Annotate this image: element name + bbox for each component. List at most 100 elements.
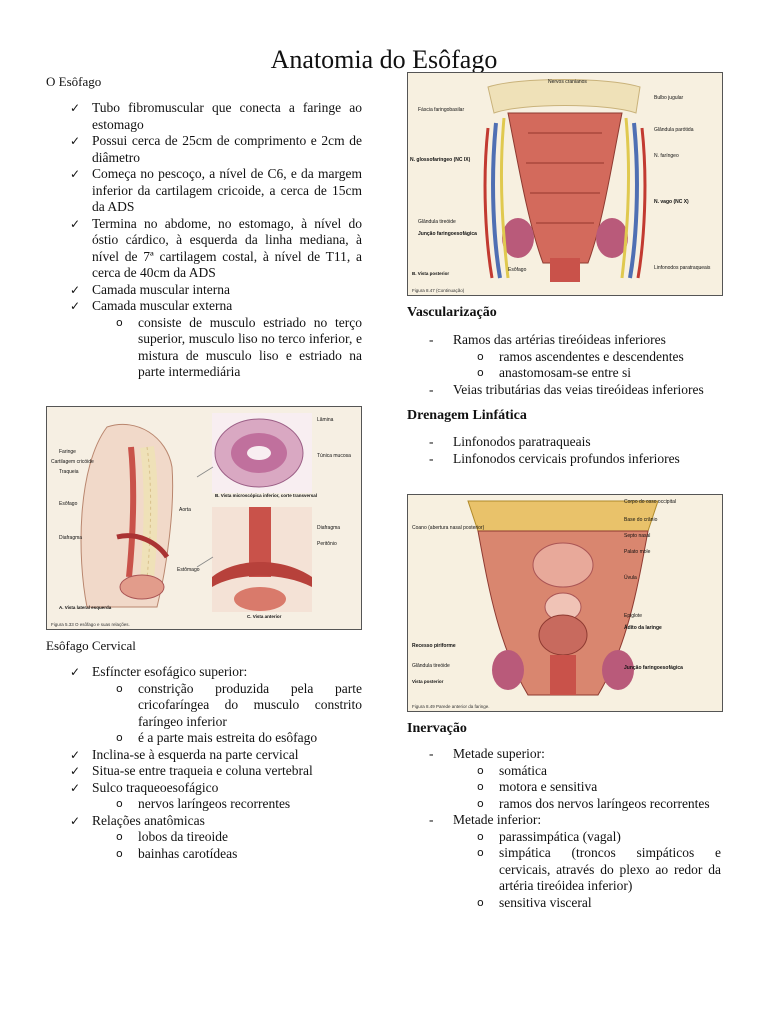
- check-icon: ✓: [70, 282, 81, 297]
- vascular-list: -Ramos das artérias tireóideas inferiore…: [407, 332, 721, 349]
- cervical-section: Esôfago Cervical ✓Esfíncter esofágico su…: [46, 638, 362, 862]
- section-heading-vascularizacao: Vascularização: [407, 305, 497, 320]
- panel-label: B. Vista posterior: [412, 271, 450, 276]
- figure-label: Diafragma: [317, 525, 341, 531]
- panel-label: Vista posterior: [412, 679, 444, 684]
- figure-label: Peritônio: [317, 541, 337, 547]
- list-item: ✓Esfíncter esofágico superior:: [70, 664, 248, 679]
- figure-label: Úvula: [624, 575, 637, 581]
- inervacao-list: -Metade inferior:: [407, 812, 721, 829]
- panel-label: B. Vista microscópica inferior, corte tr…: [215, 493, 317, 498]
- figure-caption: Figura 8.47 (Continuação): [412, 288, 465, 293]
- bullet-o-icon: o: [116, 797, 123, 810]
- figure-label: Diafragma: [59, 535, 83, 541]
- list-item: -Linfonodos paratraqueais: [429, 434, 591, 449]
- list-item: ✓Camada muscular interna: [70, 281, 230, 297]
- check-icon: ✓: [70, 299, 81, 313]
- figure-label: Esôfago: [508, 267, 527, 273]
- figure-label: N. glossofaríngeo (NC IX): [410, 157, 471, 163]
- figure-label: Junção faringoesofágica: [624, 665, 683, 671]
- panel-label: A. Vista lateral esquerda: [59, 605, 112, 610]
- left-column: O Esôfago ✓Tubo fibromuscular que conect…: [46, 74, 362, 381]
- vascular-section: Vascularização -Ramos das artérias tireó…: [407, 304, 721, 467]
- list-item: ✓Camada muscular externa: [70, 298, 233, 313]
- check-icon: ✓: [70, 813, 81, 828]
- figure-label: Cartilagem cricóide: [51, 459, 94, 465]
- figure-label: Glândula parótida: [654, 127, 694, 133]
- list-item: ✓Situa-se entre traqueia e coluna verteb…: [70, 763, 313, 778]
- section-heading-drenagem: Drenagem Linfática: [407, 408, 527, 423]
- figure-label: Junção faringoesofágica: [418, 231, 477, 237]
- bullet-o-icon: o: [116, 846, 123, 860]
- figure-caption: Figura 8.49 Parede anterior da faringe.: [412, 704, 490, 709]
- page-title: Anatomia do Esôfago: [270, 45, 498, 74]
- drenagem-list: -Linfonodos paratraqueais -Linfonodos ce…: [407, 434, 721, 467]
- bullet-o-icon: o: [477, 895, 484, 909]
- figure-label: Glândula tireóide: [418, 219, 456, 225]
- bullet-o-icon: o: [477, 829, 484, 843]
- list-item: -Veias tributárias das veias tireóideas …: [429, 381, 704, 397]
- esofago-list: ✓Tubo fibromuscular que conecta a faring…: [46, 100, 362, 315]
- bullet-o-icon: o: [116, 731, 123, 744]
- list-item: -Metade inferior:: [429, 812, 542, 827]
- figure-label: Palato mole: [624, 549, 651, 555]
- figure-label: Ádito da laringe: [624, 625, 662, 631]
- figure-label: Aorta: [179, 507, 191, 513]
- cervical-list: ✓Relações anatômicas: [46, 813, 362, 830]
- figure-label: Túnica mucosa: [317, 453, 351, 459]
- dash-bullet: -: [429, 812, 434, 827]
- figure-label: Esôfago: [59, 501, 78, 507]
- section-heading-inervacao: Inervação: [407, 721, 467, 736]
- figure-label: Faringe: [59, 449, 76, 455]
- figure-label: Corpo do osso occipital: [624, 499, 676, 505]
- figure-label: Fáscia faringobasilar: [418, 107, 465, 113]
- check-icon: ✓: [70, 747, 81, 762]
- section-heading-cervical: Esôfago Cervical: [46, 638, 136, 653]
- figure-label: Coano (abertura nasal posterior): [412, 525, 485, 531]
- figure-pharynx-posterior: Nervos cranianos Fáscia faringobasilar N…: [407, 72, 723, 296]
- section-heading-esofago: O Esôfago: [46, 74, 102, 89]
- bullet-o-icon: o: [116, 830, 123, 843]
- dash-bullet: -: [429, 746, 434, 761]
- bullet-o-icon: o: [477, 349, 484, 363]
- list-item: ✓Possui cerca de 25cm de comprimento e 2…: [70, 133, 362, 165]
- figure-label: Lâmina: [317, 417, 334, 423]
- list-item: ✓Termina no abdome, no estomago, à nível…: [70, 215, 362, 281]
- bullet-o-icon: o: [477, 780, 484, 793]
- bullet-o-icon: o: [477, 366, 484, 379]
- dash-bullet: -: [429, 450, 434, 466]
- figure-label: Base do crânio: [624, 517, 658, 523]
- list-item: -Ramos das artérias tireóideas inferiore…: [429, 332, 666, 347]
- bullet-o-icon: o: [116, 681, 123, 695]
- list-item: ✓Começa no pescoço, a nível de C6, e da …: [70, 166, 362, 214]
- check-icon: ✓: [70, 764, 81, 778]
- esophagus-illustration: [47, 407, 361, 629]
- figure-esophagus-relations: Faringe Cartilagem cricóide Traqueia Esô…: [46, 406, 362, 630]
- inervacao-list: -Metade superior:: [407, 746, 721, 763]
- figure-label: Nervos cranianos: [548, 79, 587, 85]
- check-icon: ✓: [70, 780, 81, 795]
- list-item: ✓Tubo fibromuscular que conecta a faring…: [70, 100, 362, 132]
- cervical-list: ✓Esfíncter esofágico superior:: [46, 664, 362, 681]
- list-item: ✓Relações anatômicas: [70, 812, 205, 828]
- figure-label: N. vago (NC X): [654, 199, 689, 205]
